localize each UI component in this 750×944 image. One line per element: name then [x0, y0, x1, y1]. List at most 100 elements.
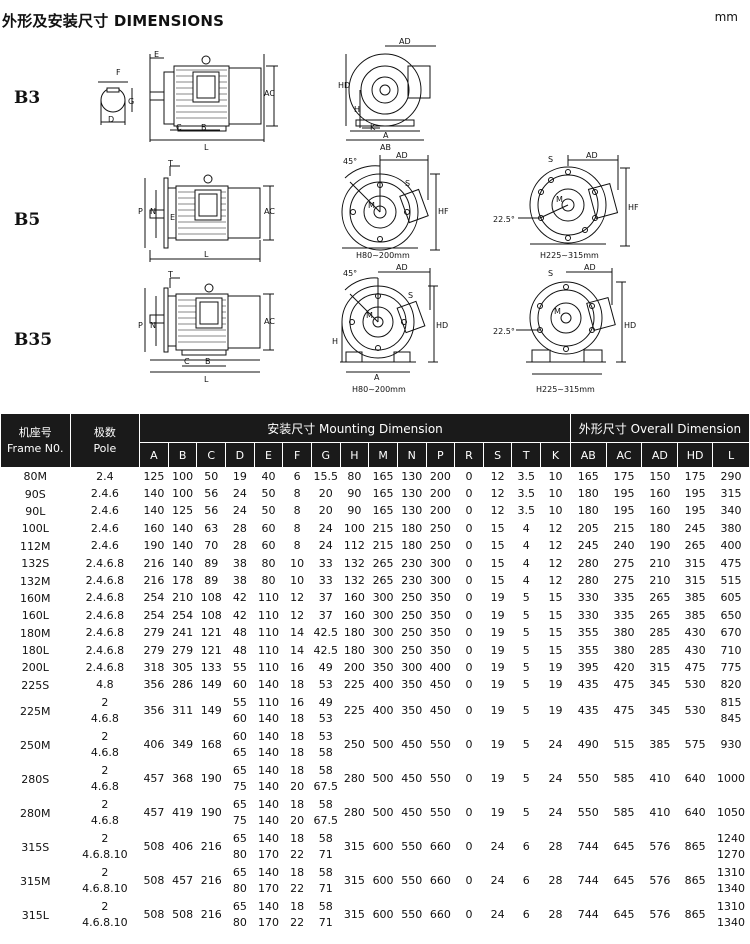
value-cell: 50: [261, 487, 276, 501]
frame-cell: 80M: [23, 470, 48, 484]
label-ac: AC: [264, 89, 275, 98]
column-header: D: [225, 442, 255, 468]
value-cell: 190: [649, 539, 671, 553]
value-cell: 33: [318, 556, 333, 570]
label-ad-b35-large: AD: [584, 263, 596, 272]
value-cell: 300: [429, 574, 451, 588]
value-cell: 80: [261, 556, 276, 570]
value-cell: 12: [290, 591, 305, 605]
label-t: T: [167, 159, 173, 168]
value-cell: 4: [522, 521, 530, 535]
value-cell: 19: [490, 643, 505, 657]
value-cell: 0: [465, 806, 473, 820]
value-cell: 19: [548, 704, 563, 718]
value-cell: 140: [172, 556, 194, 570]
value-cell: 508: [172, 908, 194, 922]
frame-cell: 100L: [21, 522, 49, 536]
value-cell: 10: [548, 469, 563, 483]
value-cell: 125: [172, 504, 194, 518]
value-cell: 311: [172, 704, 194, 718]
value-cell: 12: [548, 539, 563, 553]
value-cell: 160: [649, 504, 671, 518]
value-cell: 400: [720, 539, 742, 553]
value-cell: 435: [577, 678, 599, 692]
value-cell: 275: [613, 556, 635, 570]
value-cell: 175: [684, 469, 706, 483]
frame-cell: 132S: [21, 557, 50, 571]
value-cell: 190: [143, 539, 165, 553]
value-cell: 15: [548, 591, 563, 605]
value-cell: 4: [522, 574, 530, 588]
column-header: K: [540, 442, 571, 468]
b5-flange-small: [341, 155, 440, 251]
value-cell: 53: [318, 678, 333, 692]
value-cell: 400: [372, 704, 394, 718]
label-ad: AD: [399, 37, 411, 46]
value-cell: 160: [343, 591, 365, 605]
value-cell: 550: [577, 772, 599, 786]
column-header: T: [511, 442, 542, 468]
b35-flange-small: [340, 268, 438, 373]
value-cell: 254: [143, 591, 165, 605]
pole-cell: 2.4.6.8: [85, 643, 125, 657]
value-cell: 38: [232, 574, 247, 588]
value-cell: 195: [613, 487, 635, 501]
value-cell: 12: [548, 556, 563, 570]
value-cell: 38: [232, 556, 247, 570]
value-cell: 280: [343, 772, 365, 786]
value-cell: 285: [649, 643, 671, 657]
value-cell: 550: [429, 772, 451, 786]
label-m-b35: M: [366, 311, 373, 320]
column-header: M: [368, 442, 398, 468]
value-cell: 349: [172, 738, 194, 752]
value-cell: 10: [290, 556, 305, 570]
value-cell: 15: [490, 539, 505, 553]
value-cell: 10: [548, 487, 563, 501]
value-cell: 165: [372, 487, 394, 501]
value-cell: 0: [465, 591, 473, 605]
value-cell: 300: [372, 608, 394, 622]
value-cell: 245: [577, 539, 599, 553]
value-cell: 0: [465, 539, 473, 553]
value-cell: 55: [232, 660, 247, 674]
value-cell: 385: [649, 738, 671, 752]
value-cell: 330: [577, 608, 599, 622]
value-cell: 550: [401, 874, 423, 888]
pole-cell: 2.4.6: [90, 539, 119, 553]
value-cell: 19: [548, 660, 563, 674]
value-cell: 130: [401, 469, 423, 483]
value-cell: 380: [613, 626, 635, 640]
b35-side-view: [144, 277, 274, 373]
value-cell: 0: [465, 908, 473, 922]
value-cell: 16: [290, 660, 305, 674]
value-cell: 865: [684, 908, 706, 922]
value-cell: 165: [372, 504, 394, 518]
value-cell: 15: [548, 626, 563, 640]
value-cell: 180: [401, 521, 423, 535]
value-cell: 450: [429, 678, 451, 692]
value-cell: 315: [684, 556, 706, 570]
value-cell: 8: [293, 521, 301, 535]
value-cell: 710: [720, 643, 742, 657]
value-cell: 865: [684, 840, 706, 854]
frame-cell: 315L: [21, 908, 49, 922]
value-cell: 216: [200, 840, 222, 854]
frame-cell: 200L: [21, 661, 49, 675]
column-header: E: [253, 442, 284, 468]
value-cell: 48: [232, 626, 247, 640]
value-cell: 245: [684, 521, 706, 535]
value-cell: 285: [649, 626, 671, 640]
value-cell: 250: [401, 608, 423, 622]
value-cell: 12: [490, 469, 505, 483]
pole-cell: 2.4.6.8: [85, 556, 125, 570]
